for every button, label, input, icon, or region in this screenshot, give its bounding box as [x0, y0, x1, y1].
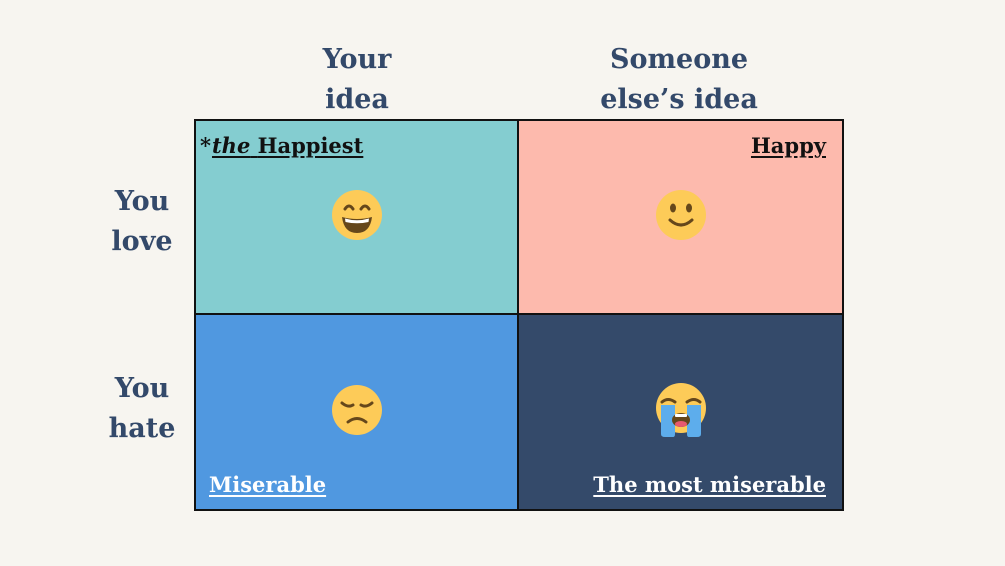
asterisk-mark: *	[200, 133, 211, 158]
quadrant-top-right: Happy	[519, 121, 842, 315]
row-header-line: You	[114, 186, 170, 217]
grinning-smiling-eyes-icon	[330, 188, 384, 246]
slightly-smiling-icon	[654, 188, 708, 246]
row-header-line: love	[111, 226, 173, 257]
column-header-your-idea: Your idea	[196, 40, 518, 120]
unamused-icon	[330, 383, 384, 441]
quadrant-label-miserable: Miserable	[209, 472, 327, 497]
quadrant-label-happiest: *the Happiest	[200, 133, 363, 158]
quadrant-bottom-right: The most miserable	[519, 315, 842, 509]
quadrant-top-left: *the Happiest	[196, 121, 519, 315]
emphasis-word: the	[211, 133, 251, 158]
column-header-line: else’s idea	[600, 84, 758, 115]
quadrant-label-happy: Happy	[750, 133, 826, 158]
quadrant-bottom-left: Miserable	[196, 315, 519, 509]
row-header-you-hate: You hate	[92, 369, 192, 449]
column-header-someone-elses-idea: Someone else’s idea	[518, 40, 840, 120]
label-text: Happiest	[257, 133, 364, 158]
quadrant-label-most-miserable: The most miserable	[593, 472, 826, 497]
column-header-line: Your	[322, 44, 392, 75]
row-header-line: hate	[108, 413, 176, 444]
row-header-you-love: You love	[92, 182, 192, 262]
loudly-crying-icon	[653, 382, 709, 442]
row-header-line: You	[114, 373, 170, 404]
matrix-grid: *the Happiest Happy	[194, 119, 844, 511]
column-header-line: idea	[325, 84, 389, 115]
column-header-line: Someone	[609, 44, 749, 75]
